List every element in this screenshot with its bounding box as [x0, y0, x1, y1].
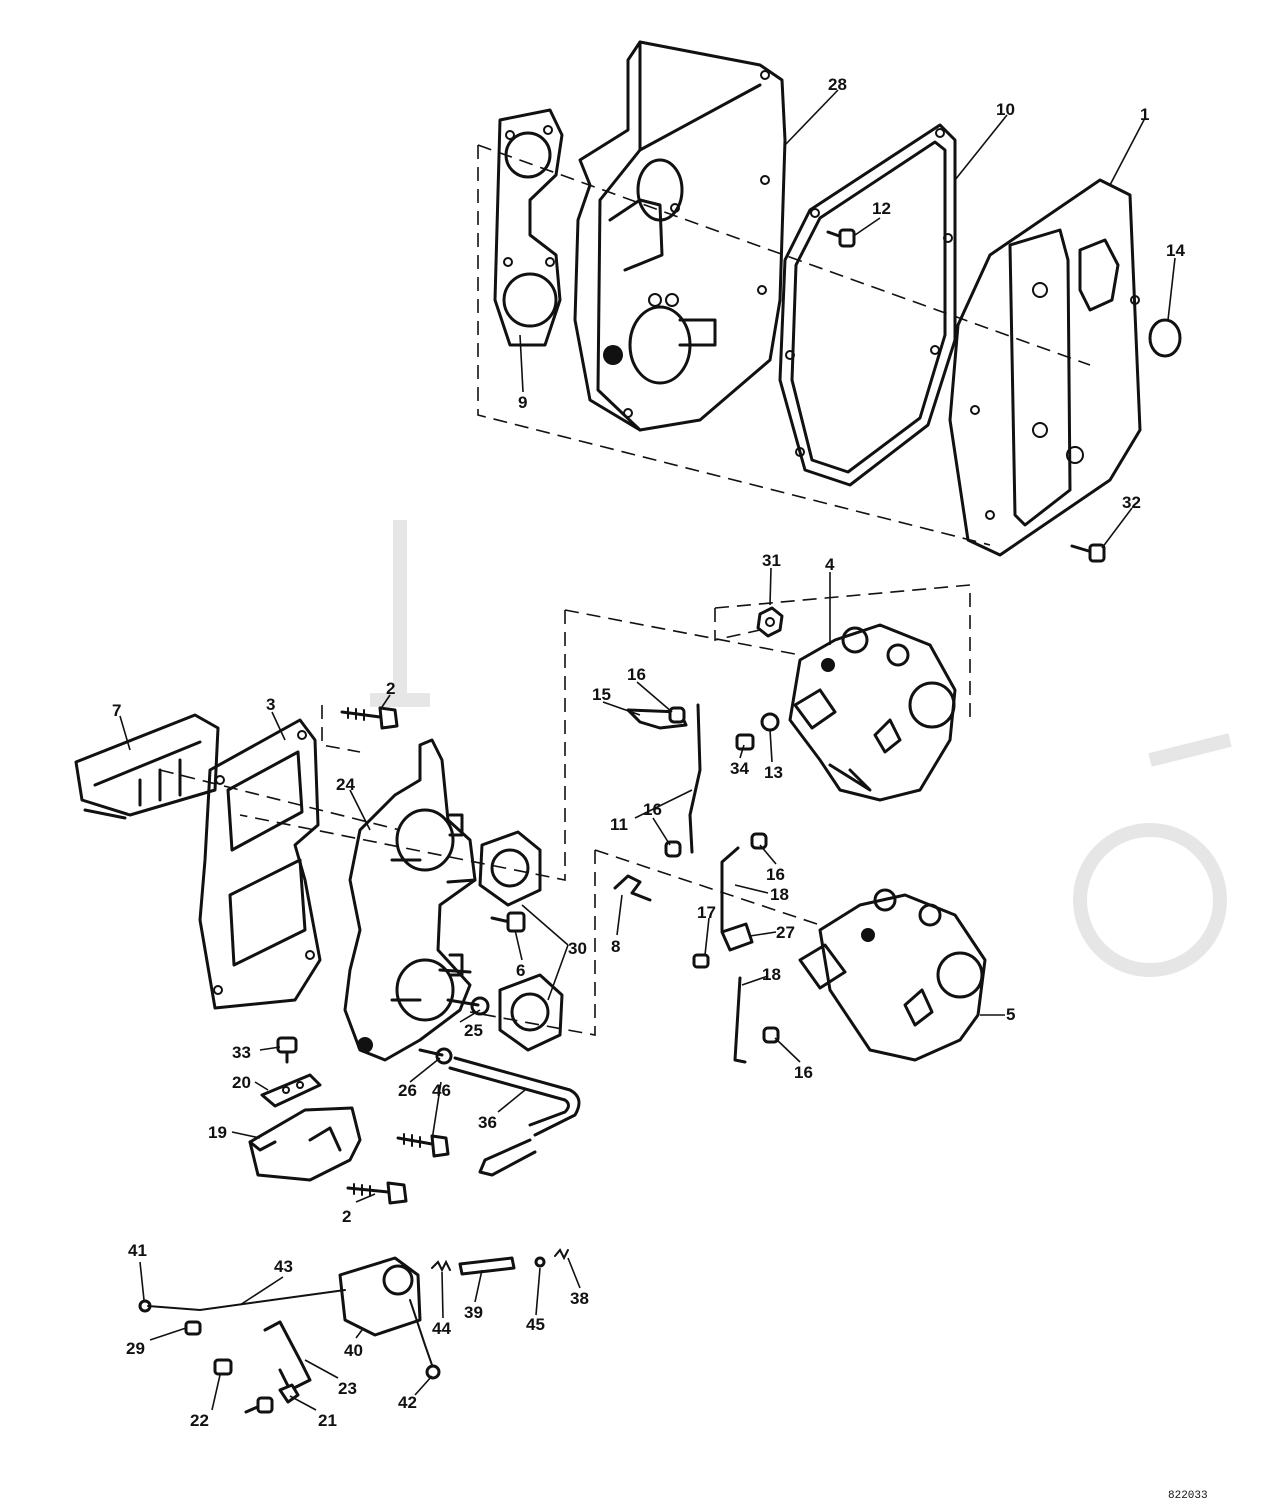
callout-17: 17: [697, 903, 716, 922]
part-14-plug: [1148, 318, 1182, 358]
part-28-intake-housing: [573, 40, 787, 432]
part-7-reed-block: [74, 713, 220, 820]
part-41-terminal: [138, 1299, 152, 1313]
callout-23: 23: [338, 1379, 357, 1398]
part-29-screw: [184, 1320, 202, 1336]
callout-45: 45: [526, 1315, 545, 1334]
callout-29: 29: [126, 1339, 145, 1358]
part-38-spring: [554, 1248, 569, 1261]
callout-2-upper: 2: [386, 679, 395, 698]
part-6-screw: [490, 911, 526, 933]
callout-21: 21: [318, 1411, 337, 1430]
callout-25: 25: [464, 1021, 483, 1040]
part-39-plunger: [458, 1256, 516, 1276]
part-12-screw: [826, 228, 856, 248]
part-24-intake-manifold: [343, 738, 477, 1062]
part-3-leaf-gasket: [198, 718, 322, 1010]
callout-13: 13: [764, 763, 783, 782]
callout-12: 12: [872, 199, 891, 218]
callout-43: 43: [274, 1257, 293, 1276]
callout-36: 36: [478, 1113, 497, 1132]
part-19-bracket: [248, 1106, 362, 1182]
part-2-bolt-upper: [340, 706, 399, 730]
part-27-clip: [720, 922, 754, 952]
part-43-wire: [147, 1289, 346, 1312]
callout-27: 27: [776, 923, 795, 942]
part-22-screws: [213, 1358, 274, 1414]
part-18-link-rods: [720, 846, 747, 1064]
part-8-spring-clip: [613, 874, 652, 902]
callout-10: 10: [996, 100, 1015, 119]
callout-30: 30: [568, 939, 587, 958]
callout-38: 38: [570, 1289, 589, 1308]
part-46-bolt: [396, 1133, 450, 1158]
part-32-screw: [1070, 543, 1106, 563]
callout-31: 31: [762, 551, 781, 570]
part-9-gasket: [493, 108, 564, 347]
part-25-fitting: [446, 996, 490, 1016]
callout-16-upper: 16: [627, 665, 646, 684]
callout-8: 8: [611, 937, 620, 956]
callout-18-lower: 18: [762, 965, 781, 984]
callout-20: 20: [232, 1073, 251, 1092]
callout-14: 14: [1166, 241, 1185, 260]
callout-6: 6: [516, 961, 525, 980]
part-20-plate: [260, 1073, 322, 1108]
callout-11: 11: [610, 815, 628, 834]
part-1-cover-plate: [948, 178, 1142, 557]
callout-2-lower: 2: [342, 1207, 351, 1226]
part-40-solenoid: [338, 1256, 422, 1337]
callout-1: 1: [1140, 105, 1149, 124]
watermark: [370, 520, 1232, 977]
part-45-ball: [534, 1256, 546, 1268]
part-30-carb-gaskets: [478, 830, 564, 1052]
part-2-bolt-lower: [346, 1181, 408, 1205]
callout-18-upper: 18: [770, 885, 789, 904]
part-33-screw: [276, 1036, 298, 1064]
part-34-screw: [735, 733, 755, 751]
callout-5: 5: [1006, 1005, 1015, 1024]
callout-42: 42: [398, 1393, 417, 1412]
callout-7: 7: [112, 701, 121, 720]
callout-22: 22: [190, 1411, 209, 1430]
assembly-lines: [159, 144, 1091, 1036]
part-31-nut: [756, 606, 784, 638]
part-13-washer: [760, 712, 780, 732]
part-42-lead: [409, 1299, 441, 1380]
callout-44: 44: [432, 1319, 451, 1338]
callout-40: 40: [344, 1341, 363, 1360]
callout-33: 33: [232, 1043, 251, 1062]
callout-26: 26: [398, 1081, 417, 1100]
callout-39: 39: [464, 1303, 483, 1322]
callout-32: 32: [1122, 493, 1141, 512]
callout-41: 41: [128, 1241, 147, 1260]
callout-46: 46: [432, 1081, 451, 1100]
callout-16-mid-left: 16: [643, 800, 662, 819]
part-10-cover-gasket: [778, 123, 957, 487]
callout-9: 9: [518, 393, 527, 412]
part-44-spring: [431, 1259, 451, 1273]
part-16-caps: [664, 706, 780, 1044]
part-4-upper-carburetor: [788, 623, 957, 802]
part-26-fitting: [418, 1047, 453, 1065]
callout-4: 4: [825, 555, 835, 574]
callout-16-mid-right: 16: [766, 865, 785, 884]
part-11-link-rod: [688, 703, 702, 854]
part-23-clamp: [263, 1320, 312, 1392]
callout-24: 24: [336, 775, 355, 794]
callout-15: 15: [592, 685, 611, 704]
callout-34: 34: [730, 759, 749, 778]
part-5-lower-carburetor: [798, 888, 987, 1062]
callout-labels: 1 28 10 12 14 9 32 31 4 16 15 7 3 2 34 1…: [112, 75, 1185, 1430]
callout-28: 28: [828, 75, 847, 94]
part-36-hose: [448, 1056, 581, 1177]
part-17-screw: [692, 953, 710, 969]
callout-3: 3: [266, 695, 275, 714]
callout-16-lower: 16: [794, 1063, 813, 1082]
leader-lines: [119, 89, 1176, 1411]
callout-19: 19: [208, 1123, 227, 1142]
drawing-number: 822033: [1168, 1490, 1208, 1502]
